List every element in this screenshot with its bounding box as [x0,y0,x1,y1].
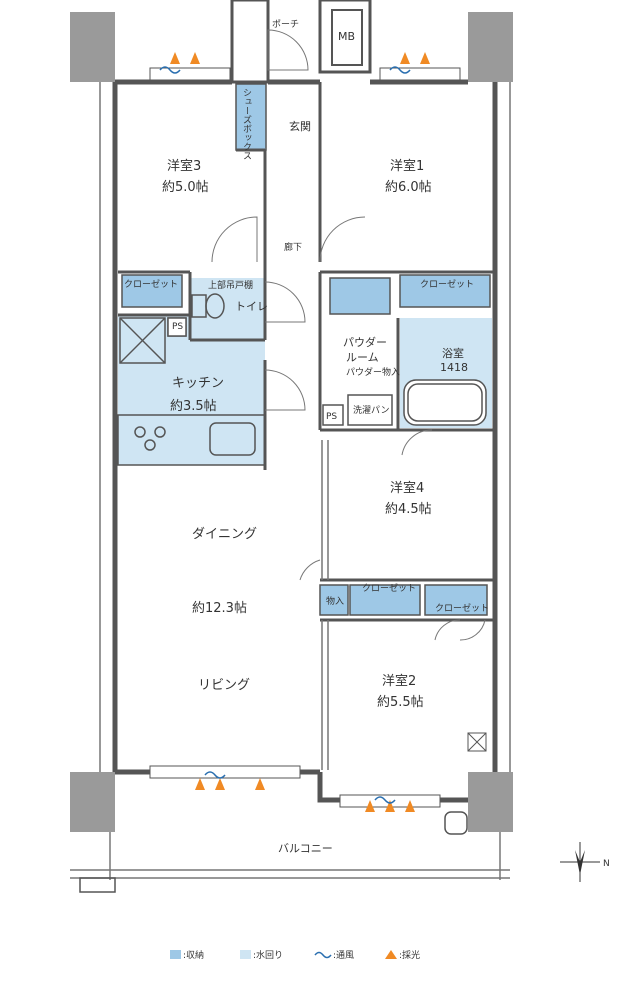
bedroom4-name: 洋室4 [390,480,424,496]
powder-storage-label: パウダー物入 [346,366,400,378]
bedroom4-size: 約4.5帖 [385,502,432,517]
bedroom1-size: 約6.0帖 [385,180,432,195]
kitchen-fixtures [117,317,266,466]
dining-label: ダイニング [192,527,257,542]
bedroom3-size: 約5.0帖 [162,180,209,195]
bedroom3-name: 洋室3 [167,158,201,174]
bedroom2-size: 約5.5帖 [377,695,424,710]
entrance-label: 玄関 [289,119,311,133]
powder-room-line2: ルーム [346,351,379,364]
kitchen-name: キッチン [172,376,224,391]
mb-label: MB [338,30,355,43]
legend-ventilation: :通風 [333,950,354,961]
storage-label: 物入 [326,595,344,607]
bedroom2-name: 洋室2 [382,673,416,689]
bath-name: 浴室 [442,346,464,360]
upper-cabinet-label: 上部吊戸棚 [208,279,253,291]
ldk-size: 約12.3帖 [192,601,247,616]
bath-size: 1418 [440,361,468,374]
bedroom1-name: 洋室1 [390,158,424,174]
aircon-mark [467,732,487,752]
legend-light-icon [385,950,397,959]
legend-storage: :収納 [183,949,204,961]
closet-label-bedroom4: クローゼット [362,582,416,594]
interior-walls [118,82,495,622]
legend-light: :採光 [399,949,420,961]
closet-label-bedroom1: クローゼット [420,278,474,290]
kitchen-size: 約3.5帖 [170,399,217,414]
closet-label-bedroom2: クローゼット [435,602,489,614]
bathtub [403,379,487,426]
legend-water: :水回り [253,949,283,961]
storage-fills [121,83,491,616]
small-boxes [167,317,393,426]
door-swings [211,29,486,641]
sliding-partitions [321,440,329,770]
toilet-label: トイレ [235,300,268,313]
legend: :収納 :水回り :通風 :採光 [170,949,420,961]
compass-icon [560,842,600,882]
airflow-marks [159,66,411,804]
toilet-fixture [191,293,225,319]
legend-swatch-water [240,950,251,959]
ps-label-kitchen: PS [172,322,183,332]
shoes-box-label: シューズボックス [241,88,252,160]
hallway-label: 廊下 [284,241,302,253]
legend-ventilation-icon [314,951,332,959]
balcony-label: バルコニー [278,842,333,855]
legend-swatch-storage [170,950,181,959]
balcony-unit [79,811,468,893]
outer-lines [70,82,511,880]
ventilation-arrows [170,52,430,812]
laundry-pan-label: 洗濯パン [353,404,389,416]
compass-north-label: N [603,859,610,869]
structural-columns [70,12,513,832]
ps-label-powder: PS [326,412,337,422]
living-label: リビング [198,678,250,693]
powder-room-line1: パウダー [343,335,387,349]
closet-label-bedroom3: クローゼット [124,278,178,290]
porch-label: ポーチ [272,19,299,30]
